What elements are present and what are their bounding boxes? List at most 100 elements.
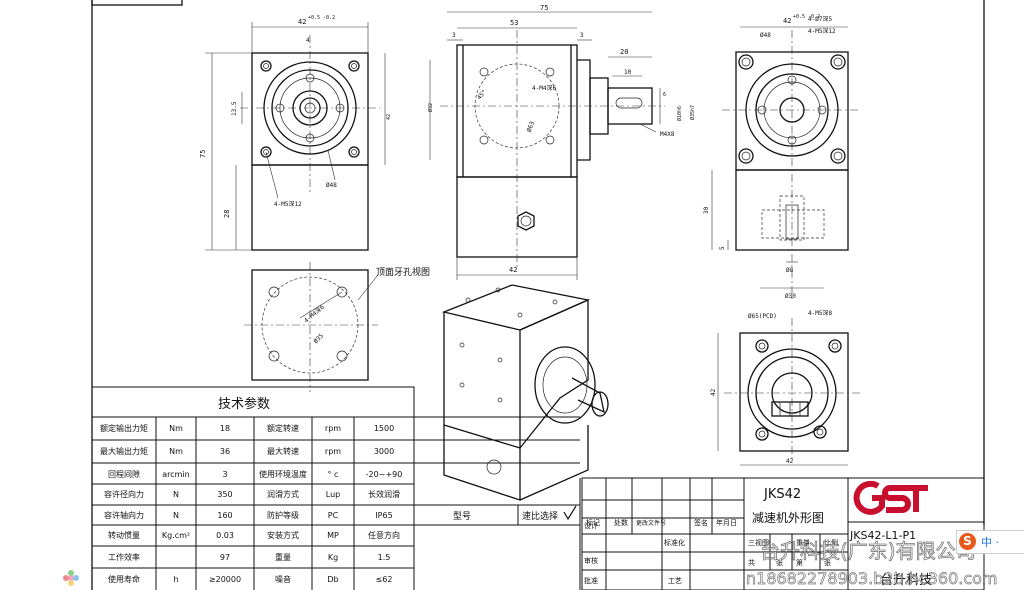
watermark-contact: n18682278903.b2b.hc360.com: [746, 569, 998, 588]
spec-cell-v1: ≥20000: [209, 575, 241, 584]
tb-stage-views: 三视图: [748, 538, 769, 547]
spec-cell-p1: 额定输出力矩: [100, 423, 148, 433]
dim-side-bottom: 42: [509, 266, 517, 274]
dim-side-shaft: 20: [620, 48, 628, 56]
brand-logo: [853, 480, 930, 516]
spec-cell-v2: -20~+90: [366, 470, 403, 479]
dim-side-tap: 4-M4深6: [532, 84, 556, 92]
tb-row-count: 处数: [614, 518, 628, 527]
tb-company: 台升科技: [880, 573, 932, 588]
flower-icon: [63, 570, 79, 586]
spec-cell-p2: 噪音: [275, 574, 291, 584]
dim-side-key: 10: [624, 69, 632, 76]
spec-cell-u2: ° c: [328, 470, 339, 479]
front-view: 42 +0.5 -0.2 75 28 13.5 4 42 Ø48 4-M5深12: [199, 15, 392, 251]
watermark-company: 台升科技(广东)有限公司: [760, 539, 976, 563]
tb-row-date: 年月日: [716, 518, 737, 527]
dim-side-m4: M4X8: [660, 131, 675, 138]
tb-side-approve: 批准: [584, 576, 598, 585]
tb-mid-standard: 标准化: [664, 538, 685, 547]
spec-cell-v1: 18: [220, 424, 230, 433]
spec-cell-p1: 回程间隙: [108, 469, 140, 479]
dim-br-pcd: Ø65(PCD): [748, 313, 777, 320]
dim-front-v2: 4: [306, 37, 310, 44]
spec-cell-u2: Lup: [326, 490, 340, 499]
dim-right-h: 30: [703, 206, 710, 214]
dim-front-v1: 13.5: [231, 101, 238, 116]
spec-cell-p1: 工作效率: [108, 552, 140, 562]
spec-cell-u1: arcmin: [162, 470, 190, 479]
tb-stage-weight: 重量: [796, 539, 810, 547]
dim-side-pilot: Ø32: [427, 103, 434, 112]
tb-row-mark: 标记: [586, 518, 600, 527]
dim-right-d8: Ø8: [786, 267, 794, 274]
spec-cell-v2: IP65: [375, 511, 392, 520]
spec-cell-u1: Nm: [169, 447, 183, 456]
spec-cell-p1: 容许径向力: [104, 489, 144, 499]
dim-side-left: 3: [452, 32, 456, 39]
spec-cell-v2: 1.5: [378, 553, 391, 562]
check-mark-icon: [563, 505, 577, 521]
dim-side-width: 75: [540, 4, 548, 12]
spec-cell-p1: 转动惯量: [108, 530, 140, 540]
top-view-label: 顶面牙孔视图: [376, 266, 430, 278]
top-face-view: 4-M4深6 Ø35 顶面牙孔视图: [244, 262, 430, 392]
spec-cell-u2: PC: [328, 511, 339, 520]
dim-front-bolt: 4-M5深12: [274, 200, 302, 208]
options-label: 速比选择: [522, 510, 558, 522]
flange-view: Ø65(PCD) 4-M5深8 42 42: [710, 309, 860, 466]
dim-bot-tap: 4-M4深6: [302, 303, 326, 325]
dim-br-bolt: 4-M5深8: [808, 309, 832, 317]
dim-front-lower: 28: [223, 210, 231, 218]
tb-model: JKS42: [763, 487, 801, 502]
tb-stage-scale: 比例: [824, 538, 838, 547]
spec-cell-u2: MP: [327, 531, 339, 540]
spec-cell-p2: 最大转速: [267, 446, 299, 456]
tb-mid-process: 工艺: [668, 577, 682, 585]
spec-cell-v2: 任意方向: [368, 530, 400, 540]
spec-cell-v2: 长效润滑: [368, 489, 400, 499]
spec-cell-u1: h: [173, 575, 178, 584]
dim-front-dia: Ø48: [326, 182, 337, 189]
spec-cell-p2: 润滑方式: [267, 489, 299, 499]
dim-side-shaft-d: Ø10h6: [676, 106, 683, 121]
ime-toolbar[interactable]: S 中 ·: [956, 530, 1024, 554]
spec-cell-u2: Kg: [328, 553, 338, 562]
tb-row-sign: 签名: [694, 518, 708, 527]
spec-cell-v1: 350: [217, 490, 232, 499]
spec-title: 技术参数: [218, 396, 270, 412]
spec-cell-v1: 160: [217, 511, 232, 520]
dim-side-flange: Ø35h7: [689, 105, 696, 120]
title-block: JKS42 减速机外形图 JKS42-L1-P1 台升科技 设计 审核 批准 标…: [581, 477, 985, 590]
dim-front-width-tol: +0.5 -0.2: [308, 15, 335, 21]
tb-sheet-unit2: 张: [824, 558, 831, 567]
spec-cell-p1: 容许轴向力: [104, 510, 144, 520]
spec-cell-u1: Nm: [169, 424, 183, 433]
dim-right-h2: 5: [719, 246, 726, 250]
right-view: 42 +0.5 -0.2 4-Ø7深5 4-M5深12 Ø48 30 5 Ø8 …: [703, 14, 860, 300]
spec-cell-u2: rpm: [325, 447, 341, 456]
spec-cell-p2: 使用环境温度: [259, 469, 307, 479]
tb-sheet-no: 第: [796, 558, 803, 567]
dim-front-side: 42: [386, 114, 392, 120]
spec-cell-u1: Kg.cm²: [162, 531, 190, 540]
dim-right-width-tol: +0.5 -0.2: [793, 14, 820, 20]
dim-br-w: 42: [786, 458, 794, 465]
ime-mode[interactable]: 中 ·: [981, 536, 999, 549]
spec-cell-u1: N: [173, 511, 179, 520]
tb-drawing-name: 减速机外形图: [752, 511, 824, 525]
tb-sheet-unit1: 张: [776, 558, 783, 567]
dim-bot-pcd: Ø35: [312, 332, 325, 345]
model-label: 型号: [453, 511, 471, 522]
dim-side-right: 3: [580, 32, 584, 39]
watermark: 台升科技(广东)有限公司 n18682278903.b2b.hc360.com: [746, 539, 998, 589]
ime-logo-icon[interactable]: S: [959, 533, 976, 550]
spec-cell-p2: 安装方式: [267, 530, 299, 540]
dim-right-dia: Ø48: [760, 32, 771, 39]
spec-cell-v2: ≤62: [376, 575, 393, 584]
spec-cell-p2: 重量: [275, 552, 291, 562]
dim-right-bolt: 4-M5深12: [808, 27, 836, 35]
spec-cell-v1: 97: [220, 553, 230, 562]
